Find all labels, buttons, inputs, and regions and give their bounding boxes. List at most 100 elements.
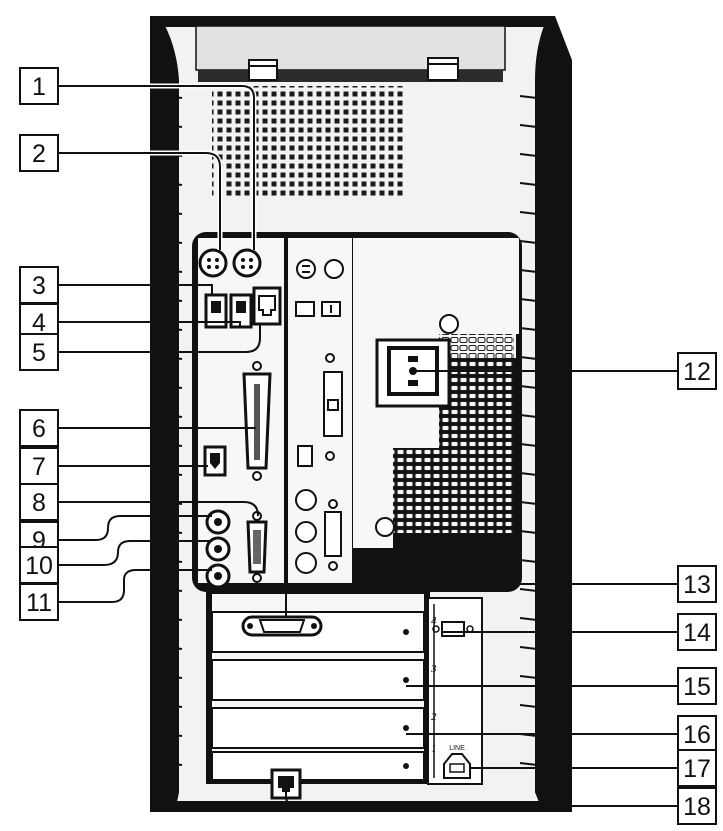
svg-text:16: 16 bbox=[683, 721, 711, 749]
ps2-keyboard-port bbox=[232, 248, 262, 278]
serial-port-card bbox=[241, 615, 323, 637]
callout-18: 18 bbox=[677, 787, 717, 825]
phone-jack bbox=[270, 768, 302, 800]
svg-text:14: 14 bbox=[683, 619, 711, 647]
side-rib bbox=[164, 95, 183, 99]
side-rib bbox=[519, 211, 538, 215]
power-supply bbox=[353, 238, 519, 548]
callout-6: 6 bbox=[19, 409, 59, 447]
vga-port bbox=[246, 511, 268, 583]
svg-text:13: 13 bbox=[683, 571, 711, 599]
side-rib bbox=[164, 646, 183, 650]
svg-text:3: 3 bbox=[32, 272, 46, 300]
callout-10: 10 bbox=[19, 546, 59, 584]
side-rib bbox=[519, 414, 538, 418]
slot-number-2: 2 bbox=[431, 711, 437, 723]
side-rib bbox=[164, 327, 183, 331]
svg-text:7: 7 bbox=[32, 453, 46, 481]
svg-text:6: 6 bbox=[32, 415, 46, 443]
callout-1: 1 bbox=[19, 67, 59, 105]
side-rib bbox=[519, 472, 538, 476]
side-rib bbox=[519, 153, 538, 157]
side-rib bbox=[519, 269, 538, 273]
svg-text:17: 17 bbox=[683, 755, 711, 783]
side-rib bbox=[164, 298, 183, 302]
usb-ports bbox=[204, 293, 253, 329]
svg-text:15: 15 bbox=[683, 673, 711, 701]
svg-text:11: 11 bbox=[26, 589, 52, 617]
side-rib bbox=[164, 530, 183, 534]
svg-text:10: 10 bbox=[25, 552, 53, 580]
side-rib bbox=[164, 733, 183, 737]
side-rib bbox=[164, 182, 183, 186]
svg-text:4: 4 bbox=[32, 309, 46, 337]
line-in-jack bbox=[205, 509, 231, 535]
callout-11: 11 bbox=[19, 583, 59, 621]
side-rib bbox=[519, 675, 538, 679]
headphone-jack bbox=[205, 536, 231, 562]
line-jack bbox=[443, 753, 471, 779]
top-vent bbox=[212, 86, 406, 196]
side-rib bbox=[164, 559, 183, 563]
side-rib bbox=[519, 95, 538, 99]
side-rib bbox=[164, 704, 183, 708]
parallel-port bbox=[242, 361, 272, 481]
side-rib bbox=[519, 646, 538, 650]
slot-number-3: 3 bbox=[430, 663, 437, 675]
side-rib bbox=[519, 298, 538, 302]
side-rib bbox=[519, 588, 538, 592]
side-rib bbox=[519, 530, 538, 534]
callout-14: 14 bbox=[677, 613, 717, 651]
ethernet-port bbox=[252, 286, 282, 326]
port-icon-column bbox=[295, 259, 344, 574]
callout-7: 7 bbox=[19, 447, 59, 485]
side-rib bbox=[164, 124, 183, 128]
slot-number-4: 4 bbox=[431, 615, 437, 627]
side-rib bbox=[164, 762, 183, 766]
side-rib bbox=[519, 385, 538, 389]
callout-12: 12 bbox=[677, 352, 717, 390]
callout-17: 17 bbox=[677, 749, 717, 787]
side-rib bbox=[164, 588, 183, 592]
side-rib bbox=[164, 617, 183, 621]
microphone-jack bbox=[205, 563, 231, 589]
callout-15: 15 bbox=[677, 667, 717, 705]
callout-3: 3 bbox=[19, 266, 59, 304]
slot-number-1: 1 bbox=[431, 743, 437, 755]
callout-5: 5 bbox=[19, 333, 59, 371]
svg-text:5: 5 bbox=[32, 339, 46, 367]
side-rib bbox=[519, 704, 538, 708]
side-rib bbox=[164, 675, 183, 679]
side-rib bbox=[519, 501, 538, 505]
svg-text:2: 2 bbox=[32, 140, 46, 168]
svg-text:1: 1 bbox=[32, 73, 46, 101]
side-rib bbox=[164, 211, 183, 215]
side-rib bbox=[519, 617, 538, 621]
side-rib bbox=[519, 182, 538, 186]
side-rib bbox=[164, 240, 183, 244]
side-rib bbox=[164, 472, 183, 476]
ps2-mouse-port bbox=[198, 248, 228, 278]
firewire-port bbox=[203, 445, 227, 477]
side-rib bbox=[164, 356, 183, 360]
side-rib bbox=[519, 762, 538, 766]
side-rib bbox=[164, 414, 183, 418]
leader-lines bbox=[58, 83, 678, 807]
line-label: LINE bbox=[449, 745, 465, 752]
callout-8: 8 bbox=[19, 483, 59, 521]
side-rib bbox=[519, 443, 538, 447]
side-rib bbox=[519, 327, 538, 331]
svg-text:8: 8 bbox=[32, 489, 46, 517]
side-rib bbox=[519, 124, 538, 128]
callout-labels: 1 2 3 4 5 6 7 8 9 10 11 12 13 14 15 16 1… bbox=[19, 67, 717, 825]
side-rib bbox=[164, 385, 183, 389]
side-rib bbox=[519, 559, 538, 563]
slot-numbers: 4 3 2 1 bbox=[430, 615, 437, 755]
side-rib bbox=[164, 443, 183, 447]
svg-text:18: 18 bbox=[683, 793, 711, 821]
side-rib bbox=[519, 240, 538, 244]
ac-power-inlet bbox=[375, 338, 451, 408]
callout-16: 16 bbox=[677, 715, 717, 753]
side-rib bbox=[164, 269, 183, 273]
